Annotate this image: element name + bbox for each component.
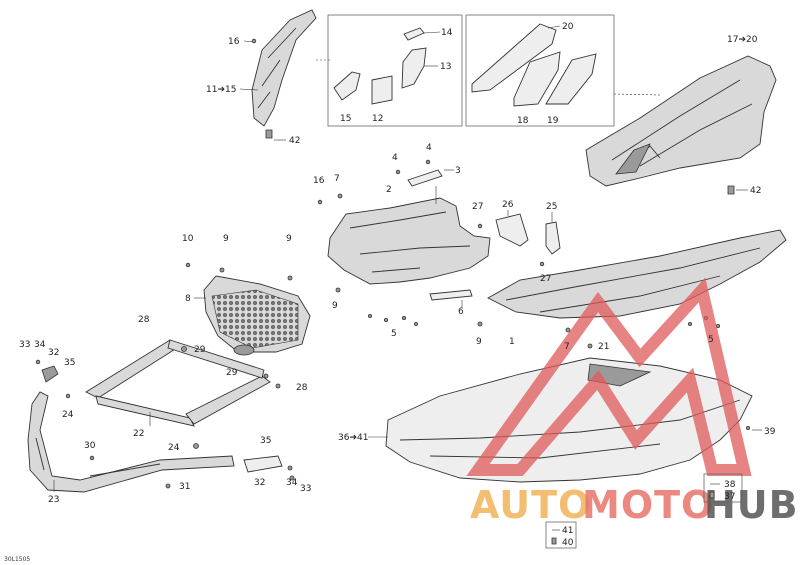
- callout-34b: 34: [286, 478, 298, 488]
- callout-20: 20: [562, 22, 574, 32]
- callout-26: 26: [502, 200, 514, 210]
- callout-9b: 9: [286, 234, 292, 244]
- part-1-lower-side-panel: [487, 229, 787, 319]
- watermark-text-auto: AUTO: [470, 483, 591, 527]
- part-8-front-grille: [203, 275, 311, 356]
- callout-28b: 28: [296, 383, 308, 393]
- callout-5a: 5: [391, 329, 397, 339]
- callout-42a: 42: [289, 136, 300, 146]
- part-19: [545, 53, 597, 105]
- callout-10: 10: [182, 234, 194, 244]
- inset-box-left: [327, 14, 463, 127]
- watermark-logo: [466, 277, 752, 476]
- callout-13: 13: [440, 62, 451, 72]
- callout-18: 18: [517, 116, 529, 126]
- key-box-40-41: [545, 521, 577, 549]
- callout-30: 30: [84, 441, 96, 451]
- callout-4b: 4: [426, 143, 432, 153]
- callout-32a: 32: [48, 348, 59, 358]
- callout-24b: 24: [168, 443, 180, 453]
- callout-12: 12: [372, 114, 383, 124]
- fastener-marks: [35, 38, 751, 489]
- callout-38: 38: [724, 480, 736, 490]
- part-25-bracket: [545, 221, 561, 255]
- part-14: [403, 27, 425, 41]
- callout-40: 40: [562, 538, 574, 548]
- part-22-crossbar: [85, 339, 271, 427]
- part-20: [471, 23, 557, 93]
- callout-17-20: 17➔20: [727, 35, 758, 45]
- drawing-code: 30L1505: [4, 556, 30, 563]
- callout-9c: 9: [332, 301, 338, 311]
- callout-27a: 27: [472, 202, 483, 212]
- part-42-clip-right: [727, 185, 735, 195]
- callout-34a: 34: [34, 340, 46, 350]
- callout-5b: 5: [708, 335, 714, 345]
- part-3-bracket: [407, 169, 443, 187]
- callout-23: 23: [48, 495, 59, 505]
- callout-16b: 16: [313, 176, 325, 186]
- callout-3: 3: [455, 166, 461, 176]
- callout-1: 1: [509, 337, 515, 347]
- part-32-handle-left: [41, 365, 59, 383]
- callout-33b: 33: [300, 484, 311, 494]
- callout-24a: 24: [62, 410, 74, 420]
- part-26-bracket: [495, 213, 529, 247]
- part-12: [371, 75, 393, 105]
- callout-labels: 1 2 3 4 4 5 5 6 7 7 8 9 9 9 9 10 11➔15 1…: [19, 22, 776, 548]
- callout-32b: 32: [254, 478, 265, 488]
- callout-37: 37: [724, 492, 735, 502]
- callout-9d: 9: [476, 337, 482, 347]
- callout-11-15: 11➔15: [206, 85, 236, 95]
- callout-21: 21: [598, 342, 609, 352]
- callout-39: 39: [764, 427, 776, 437]
- watermark-text-moto: MOTO: [582, 483, 714, 527]
- callout-31: 31: [179, 482, 190, 492]
- part-18: [513, 51, 561, 107]
- callout-6: 6: [458, 307, 464, 317]
- part-42-clip-left: [265, 129, 273, 139]
- inset-box-right: [465, 14, 615, 127]
- callout-25: 25: [546, 202, 557, 212]
- callout-15: 15: [340, 114, 351, 124]
- callout-36-41: 36➔41: [338, 433, 368, 443]
- part-11-15-side-cover: [251, 9, 317, 127]
- part-15-inset: [333, 71, 361, 101]
- part-17-20-side-panel: [585, 55, 777, 187]
- part-32-handle-right: [243, 455, 283, 473]
- callout-35b: 35: [260, 436, 271, 446]
- callout-33a: 33: [19, 340, 30, 350]
- watermark-text-hub: HUB: [704, 483, 799, 527]
- callout-27b: 27: [540, 274, 551, 284]
- callout-4a: 4: [392, 153, 398, 163]
- callout-22: 22: [133, 429, 144, 439]
- callout-29a: 29: [194, 345, 206, 355]
- key-box-37-38: [703, 473, 743, 503]
- part-23-tube-frame: [27, 391, 235, 493]
- callout-7a: 7: [334, 174, 340, 184]
- callout-2: 2: [386, 185, 392, 195]
- callout-42b: 42: [750, 186, 761, 196]
- part-2-upper-panel: [327, 197, 491, 285]
- callout-28a: 28: [138, 315, 150, 325]
- callout-35a: 35: [64, 358, 75, 368]
- callout-16a: 16: [228, 37, 240, 47]
- callout-19: 19: [547, 116, 559, 126]
- callout-7b: 7: [564, 342, 570, 352]
- callout-8: 8: [185, 294, 191, 304]
- part-13: [401, 47, 427, 89]
- part-6-strip: [429, 289, 473, 301]
- callout-29b: 29: [226, 368, 238, 378]
- callout-9a: 9: [223, 234, 229, 244]
- callout-41: 41: [562, 526, 573, 536]
- callout-14: 14: [441, 28, 453, 38]
